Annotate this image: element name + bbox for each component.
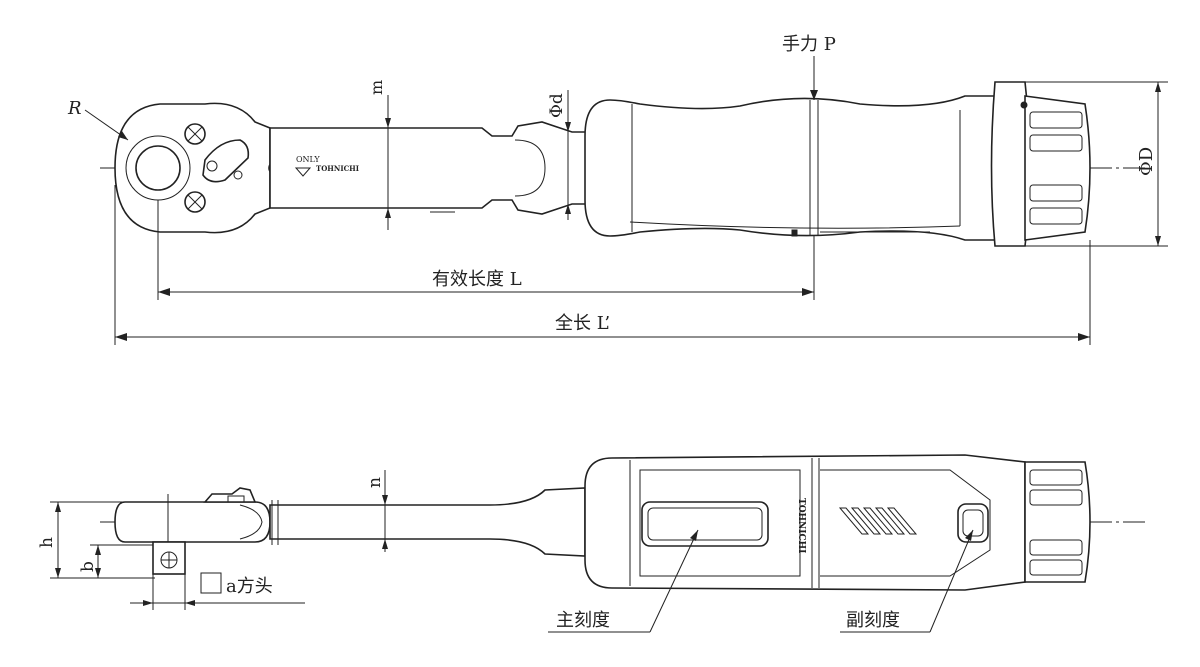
label-b: b [78,561,98,572]
label-phi-D: ΦD [1136,147,1157,176]
main-scale-window [641,501,769,547]
brand-marking-top: TOHNICHI [316,164,359,173]
sub-scale-leader [929,529,974,633]
beam-side [269,487,586,557]
sub-scale-window [957,503,989,543]
side-view: TOHNICHI h [37,454,1145,633]
screw-icon [184,191,206,213]
label-phi-d: Φd [547,93,567,118]
top-view: ONLY TOHNICHI R [67,34,1168,345]
label-square-drive: a方头 [226,576,273,597]
beam-top: ONLY TOHNICHI [269,121,588,215]
label-n: n [365,477,385,488]
ratchet-head-side [114,487,271,575]
ratchet-head-top [114,102,282,234]
square-symbol [200,572,222,594]
label-effective-length: 有效长度 L [432,269,522,290]
label-main-scale: 主刻度 [556,610,610,631]
label-m: m [367,80,386,95]
screw-icon [184,123,206,145]
label-h: h [37,537,57,548]
adjusting-knob-top [990,81,1091,247]
label-force-p: 手力 P [782,34,836,55]
grip-ridges [838,507,918,535]
label-r: R [67,98,82,119]
handle-top [584,95,996,241]
brand-marking-side: TOHNICHI [796,498,806,553]
direction-lever [202,139,250,183]
label-total-length: 全长 L’ [555,313,610,334]
main-scale-leader [649,529,699,633]
only-marking: ONLY [296,155,320,164]
adjusting-knob-side [1024,461,1091,583]
label-sub-scale: 副刻度 [846,610,900,631]
handle-side: TOHNICHI [584,454,1026,591]
